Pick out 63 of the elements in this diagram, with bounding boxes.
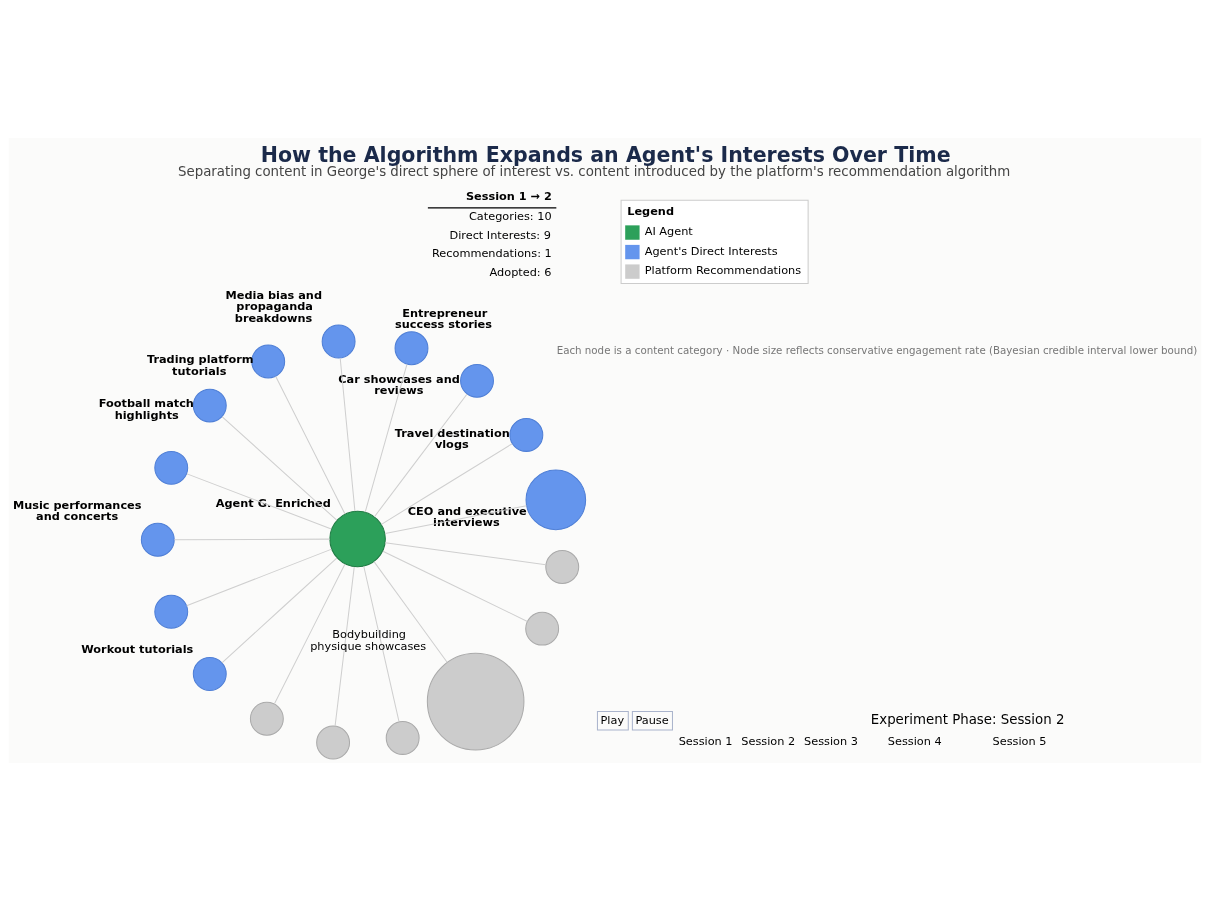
node-circle — [509, 417, 544, 452]
connector — [384, 541, 547, 565]
label: Recommendations: 1 — [431, 246, 552, 260]
node-label: Music performances and concerts — [12, 498, 142, 523]
node-label: Football match highlights — [98, 396, 194, 422]
label: Legend — [627, 204, 674, 218]
connector — [334, 565, 355, 726]
connector — [380, 442, 513, 525]
connector — [221, 556, 338, 663]
label: Session 4 — [887, 734, 942, 748]
label: Session 3 — [804, 734, 858, 748]
node-circle — [140, 522, 175, 557]
node-circle — [426, 652, 525, 750]
node-label: Workout tutorials — [81, 642, 194, 656]
node-label: Media bias and propaganda breakdowns — [225, 288, 322, 325]
legend-label: Platform Recommendations — [644, 263, 802, 277]
node-label: CEO and executive interviews — [407, 504, 527, 529]
node-circle — [192, 388, 227, 423]
label: Session 5 — [992, 734, 1047, 748]
node-circle — [249, 701, 284, 736]
label: Pause — [635, 713, 669, 727]
legend-label: AI Agent — [644, 224, 693, 238]
label: Play — [600, 713, 625, 727]
label: Adopted: 6 — [489, 265, 552, 278]
node-circle — [525, 611, 560, 646]
node-circle — [394, 330, 429, 365]
node-circle — [154, 450, 189, 485]
node-label: Bodybuilding physique showcases — [310, 627, 427, 653]
label: Direct Interests: 9 — [449, 228, 551, 242]
connector — [273, 563, 346, 704]
node-circle — [545, 549, 580, 584]
node-label: Travel destination vlogs — [394, 426, 510, 451]
node-label: Agent G. Enriched — [215, 496, 331, 510]
connector — [363, 565, 400, 722]
node-circle — [385, 720, 420, 755]
connector — [373, 393, 468, 517]
legend-label: Agent's Direct Interests — [644, 244, 778, 258]
connector — [384, 504, 528, 534]
node-circle — [316, 725, 351, 759]
node-circle — [192, 656, 227, 691]
connector — [373, 560, 448, 663]
node-circle — [154, 594, 189, 629]
connector — [339, 357, 356, 512]
label: Categories: 10 — [468, 209, 552, 223]
label: Experiment Phase: Session 2 — [870, 711, 1065, 727]
node-label: Car showcases and reviews — [338, 372, 460, 397]
connector — [221, 415, 338, 521]
node-circle — [251, 344, 286, 378]
connector — [186, 548, 333, 606]
connector — [275, 375, 346, 514]
node-circle — [525, 469, 587, 530]
label: Session 1 → 2 — [465, 189, 552, 203]
node-circle — [329, 510, 386, 567]
label: Session 2 — [741, 734, 796, 748]
connector — [382, 550, 528, 622]
node-circle — [321, 324, 356, 358]
label: Session 1 — [678, 734, 733, 748]
connector — [173, 538, 331, 540]
node-circle — [460, 363, 494, 398]
connector — [186, 472, 332, 529]
node-label: Entrepreneur success stories — [395, 306, 492, 331]
label: Each node is a content category · Node size reflects conservative engagement rate (Bayesian credible interval lower bound) — [556, 343, 1198, 356]
connector — [364, 363, 408, 513]
